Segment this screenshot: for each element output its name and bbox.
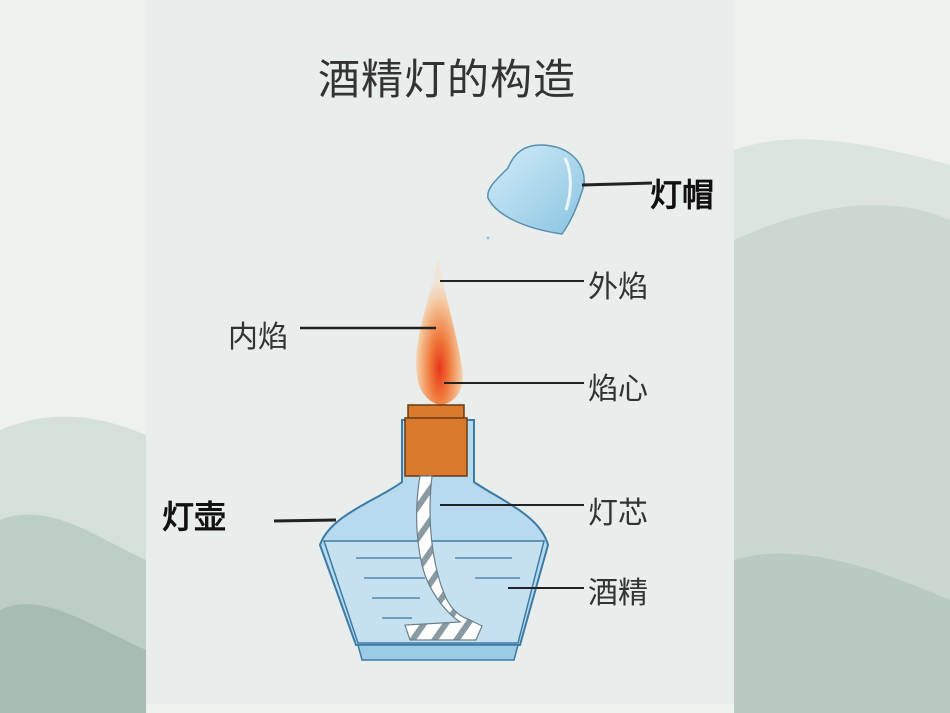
wick-rope [404,475,483,641]
lamp-cap-shape [487,144,585,235]
label-outer-flame: 外焰 [588,270,648,305]
label-wick: 灯芯 [588,496,648,531]
cork-top [407,404,465,420]
diagram-title: 酒精灯的构造 [318,55,577,104]
flame-shape [416,258,463,405]
label-flame-core: 焰心 [588,372,648,407]
label-alcohol: 酒精 [588,576,648,611]
label-cap: 灯帽 [650,176,715,214]
body-leader-line [273,518,337,523]
label-inner-flame: 内焰 [228,320,288,355]
cap-leader-line [581,181,653,187]
cork-plug [404,417,468,477]
label-body: 灯壶 [162,498,227,536]
